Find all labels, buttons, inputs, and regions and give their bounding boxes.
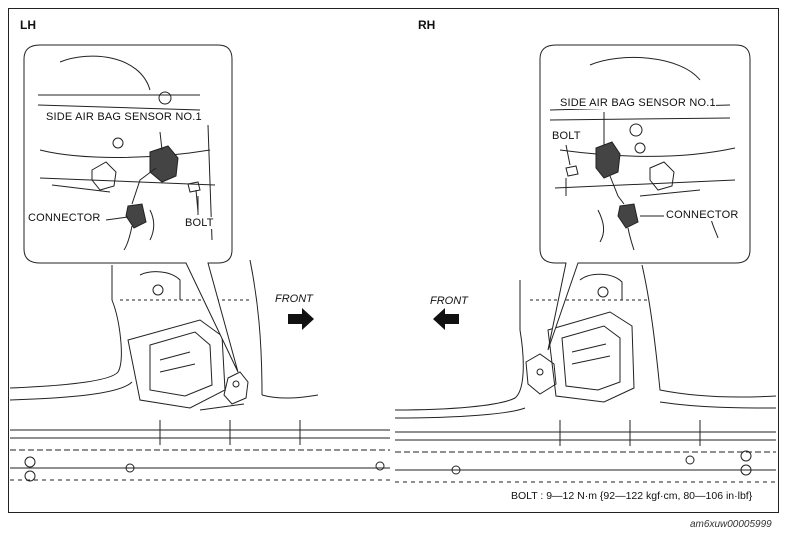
lh-bolt-label: BOLT	[185, 217, 214, 229]
lh-body-panel	[9, 259, 390, 482]
lh-label: LH	[20, 18, 36, 32]
lh-front-label: FRONT	[275, 293, 313, 305]
image-code: am6xuw00005999	[690, 519, 772, 530]
rh-front-label: FRONT	[430, 295, 468, 307]
right-arrow-icon	[288, 308, 314, 330]
rh-bolt-leader	[565, 144, 571, 166]
lh-bolt-leader	[195, 189, 199, 213]
rh-bolt-label: BOLT	[552, 130, 581, 142]
lh-sensor-label: SIDE AIR BAG SENSOR NO.1	[46, 111, 202, 123]
lh-connector-label: CONNECTOR	[28, 212, 101, 224]
rh-label: RH	[418, 18, 436, 32]
lh-zoom-callout	[23, 44, 239, 373]
rh-body-panel	[394, 264, 777, 483]
rh-sensor-label: SIDE AIR BAG SENSOR NO.1	[560, 97, 716, 109]
lh-connector-leader	[105, 216, 129, 221]
lh-sensor-leader	[159, 131, 163, 151]
bolt-torque-spec: BOLT : 9—12 N·m {92—122 kgf·cm, 80—106 i…	[511, 490, 753, 502]
left-arrow-icon	[433, 308, 459, 330]
diagram-frame	[8, 8, 779, 513]
rh-connector-label: CONNECTOR	[666, 209, 739, 221]
rh-zoom-callout	[539, 44, 751, 351]
